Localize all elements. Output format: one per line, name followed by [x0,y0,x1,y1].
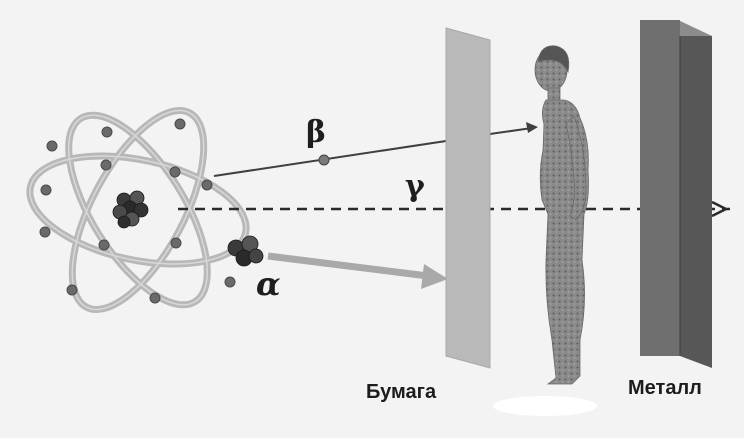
beta-label: β [306,115,326,150]
electron [101,160,111,170]
electron [171,238,181,248]
paper-label: Бумага [366,381,437,403]
electron [41,185,51,195]
metal-front [640,20,680,356]
human-figure [535,46,589,384]
alpha-arrowhead [421,264,448,289]
beta-arrowhead [526,122,538,133]
electron [175,119,185,129]
paper-sheet [446,28,490,368]
alpha-ray [268,256,448,289]
metal-side [680,36,712,368]
beta-particle [319,155,329,165]
electron [202,180,212,190]
electron [170,167,180,177]
nucleus [113,191,148,228]
electron [225,277,235,287]
metal-label: Металл [628,377,702,399]
floor-glow [493,396,597,416]
electron [47,141,57,151]
alpha-label: α [256,265,281,303]
electron [99,240,109,250]
electron [102,127,112,137]
electron [67,285,77,295]
electron [150,293,160,303]
metal-block [640,20,712,368]
alpha-particle [228,236,263,266]
gamma-label: γ [405,169,425,204]
electron [40,227,50,237]
